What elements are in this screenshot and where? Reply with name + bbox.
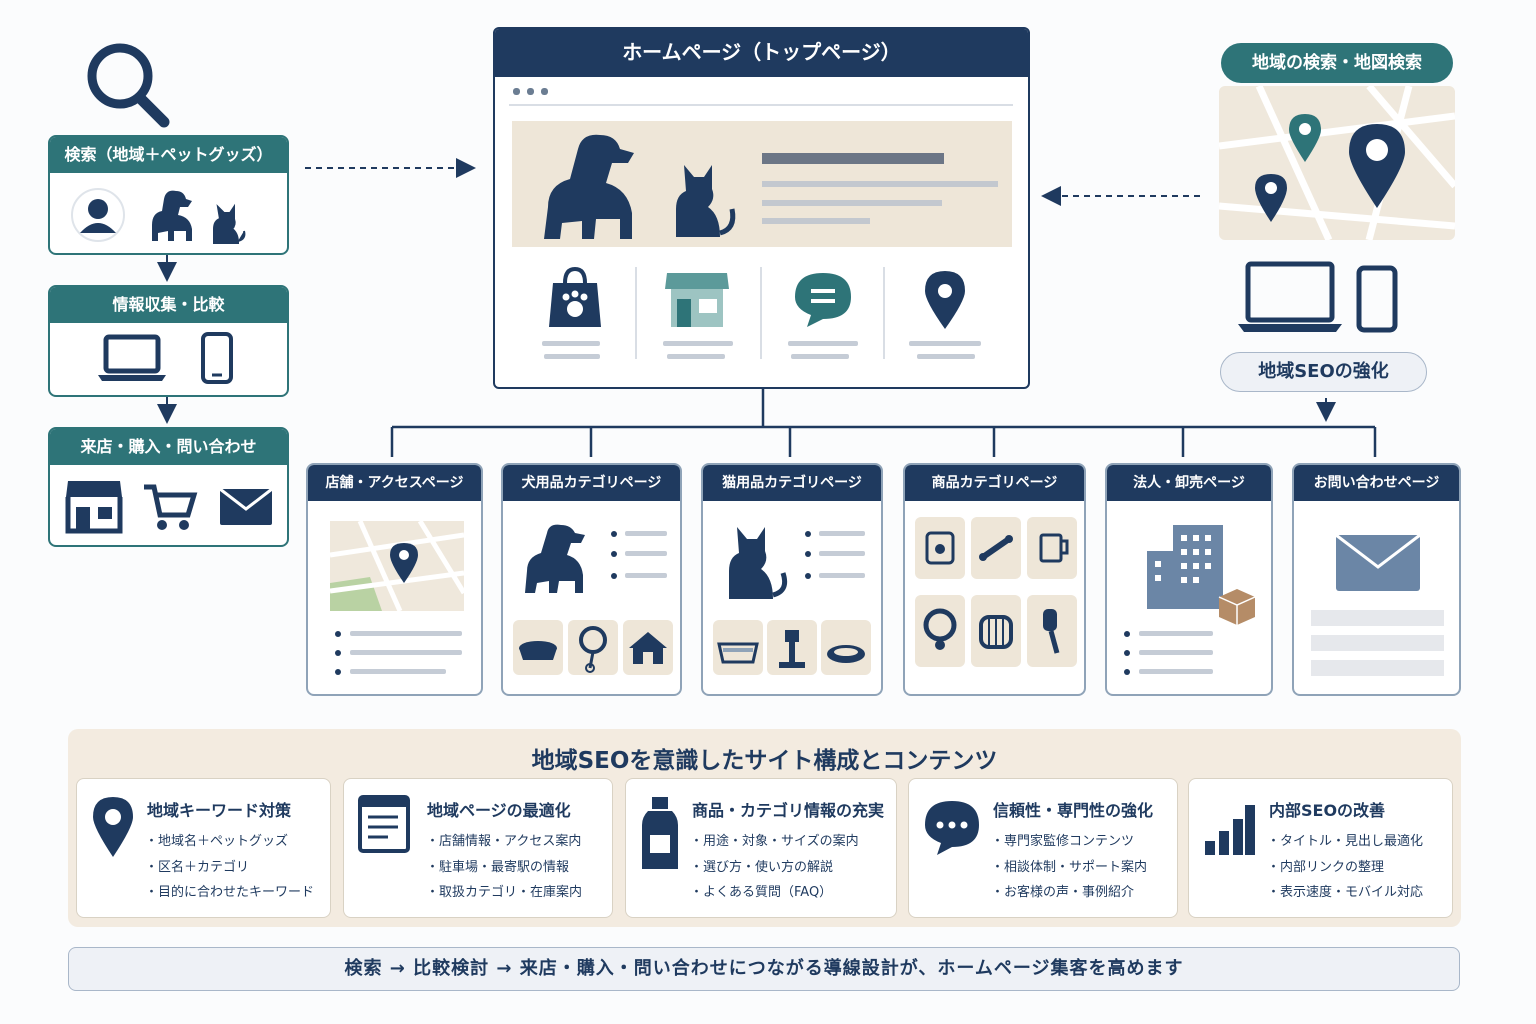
seo-card-item: ・表示速度・モバイル対応 (1267, 885, 1424, 900)
cat-icon (676, 165, 736, 237)
laptop-icon (98, 334, 166, 381)
page-corporate-wholesale-title: 法人・卸売ページ (1107, 465, 1271, 501)
footer-summary: 検索 → 比較検討 → 来店・購入・問い合わせにつながる導線設計が、ホームページ… (68, 947, 1460, 991)
page-cat-category-title: 猫用品カテゴリページ (703, 465, 881, 501)
seo-card-keywords-title: 地域キーワード対策 (147, 801, 292, 820)
seo-card-internal: 内部SEOの改善 ・タイトル・見出し最適化 ・内部リンクの整理 ・表示速度・モバ… (1188, 778, 1453, 918)
seo-card-local-pages: 地域ページの最適化 ・店舗情報・アクセス案内 ・駐車場・最寄駅の情報 ・取扱カテ… (343, 778, 613, 918)
seo-card-product-info-title: 商品・カテゴリ情報の充実 (692, 801, 885, 820)
building-icon (1147, 525, 1256, 625)
seo-card-local-pages-title: 地域ページの最適化 (427, 801, 571, 820)
seo-card-item: ・相談体制・サポート案内 (991, 859, 1148, 875)
page-store-access-title: 店舗・アクセスページ (308, 465, 481, 501)
pet-bowl-icon (519, 641, 557, 660)
location-pin-icon (925, 271, 965, 329)
cat-icon (729, 527, 788, 599)
seo-card-product-info: 商品・カテゴリ情報の充実 ・用途・対象・サイズの案内 ・選び方・使い方の解説 ・… (625, 778, 897, 918)
flow-step-compare: 情報収集・比較 (48, 285, 289, 397)
seo-panel: 地域SEOを意識したサイト構成とコンテンツ 地域キーワード対策 ・地域名＋ペット… (68, 729, 1461, 927)
cat-icon (213, 203, 246, 244)
seo-card-item: ・取扱カテゴリ・在庫案内 (426, 885, 583, 900)
chat-bubble-icon (925, 801, 979, 855)
cat-bed-icon (827, 645, 865, 663)
litter-box-icon (717, 642, 759, 664)
seo-card-trust-title: 信頼性・専門性の強化 (993, 801, 1154, 820)
page-corporate-wholesale: 法人・卸売ページ (1105, 463, 1273, 696)
map-icon (330, 521, 464, 611)
seo-card-item: ・店舗情報・アクセス案内 (426, 834, 582, 849)
seo-card-item: ・よくある質問（FAQ） (690, 885, 833, 900)
seo-card-item: ・地域名＋ペットグッズ (145, 834, 289, 849)
chat-icon (795, 273, 851, 327)
location-pin-icon (93, 797, 133, 857)
seo-card-item: ・内部リンクの整理 (1267, 859, 1385, 875)
pet-carrier-icon (979, 615, 1013, 649)
leash-icon (579, 626, 607, 673)
laptop-icon (1238, 261, 1342, 332)
seo-card-internal-title: 内部SEOの改善 (1269, 801, 1386, 820)
seo-card-keywords: 地域キーワード対策 ・地域名＋ペットグッズ ・区名＋カテゴリ ・目的に合わせたキ… (76, 778, 331, 918)
homepage-title: ホームページ（トップページ） (495, 29, 1028, 77)
flow-step-visit: 来店・購入・問い合わせ (48, 427, 289, 547)
bottle-icon (642, 797, 678, 869)
page-product-category-title: 商品カテゴリページ (905, 465, 1084, 501)
user-icon (71, 188, 125, 242)
dog-icon (525, 524, 585, 593)
bone-icon (979, 535, 1013, 561)
mail-icon (1335, 533, 1421, 591)
hero-banner (512, 121, 1012, 247)
dog-icon (152, 190, 192, 241)
pet-food-icon (925, 531, 955, 565)
page-dog-category-title: 犬用品カテゴリページ (503, 465, 680, 501)
seo-card-item: ・お客様の声・事例紹介 (991, 885, 1135, 900)
page-contact: お問い合わせページ (1292, 463, 1461, 696)
flow-step-visit-title: 来店・購入・問い合わせ (50, 429, 287, 465)
seo-panel-title: 地域SEOを意識したサイト構成とコンテンツ (531, 748, 998, 774)
seo-card-item: ・区名＋カテゴリ (145, 859, 250, 875)
shopping-bag-icon (549, 266, 601, 327)
seo-card-item: ・目的に合わせたキーワード (145, 885, 315, 900)
seo-card-trust: 信頼性・専門性の強化 ・専門家監修コンテンツ ・相談体制・サポート案内 ・お客様… (908, 778, 1178, 918)
map-illustration (1219, 86, 1455, 240)
cat-tree-icon (779, 630, 805, 668)
map-search-label: 地域の検索・地図検索 (1221, 43, 1453, 83)
seo-card-item: ・駐車場・最寄駅の情報 (426, 859, 570, 875)
smartphone-icon (1356, 265, 1398, 333)
collar-icon (923, 608, 957, 650)
mail-icon (219, 487, 273, 525)
flow-step-search-title: 検索（地域＋ペットグッズ） (50, 137, 287, 173)
smartphone-icon (201, 332, 233, 384)
dog-icon (544, 134, 634, 239)
flow-step-compare-title: 情報収集・比較 (50, 287, 287, 323)
page-dog-category: 犬用品カテゴリページ (501, 463, 682, 696)
dog-house-icon (629, 632, 667, 664)
cup-icon (1039, 533, 1069, 563)
seo-card-item: ・タイトル・見出し最適化 (1267, 834, 1424, 849)
bar-chart-icon (1205, 805, 1255, 855)
page-contact-title: お問い合わせページ (1294, 465, 1459, 501)
store-icon (65, 481, 123, 534)
brush-icon (1043, 609, 1060, 654)
flow-step-search: 検索（地域＋ペットグッズ） (48, 135, 289, 255)
document-icon (358, 795, 410, 853)
seo-card-item: ・選び方・使い方の解説 (690, 859, 834, 875)
local-seo-label: 地域SEOの強化 (1220, 352, 1427, 392)
homepage-window: ホームページ（トップページ） (493, 27, 1030, 389)
seo-card-item: ・用途・対象・サイズの案内 (690, 834, 859, 849)
page-store-access: 店舗・アクセスページ (306, 463, 483, 696)
seo-card-item: ・専門家監修コンテンツ (991, 834, 1135, 849)
page-product-category: 商品カテゴリページ (903, 463, 1086, 696)
shop-front-icon (665, 273, 729, 327)
page-cat-category: 猫用品カテゴリページ (701, 463, 883, 696)
magnifier-icon (87, 43, 170, 128)
cart-icon (144, 484, 198, 530)
